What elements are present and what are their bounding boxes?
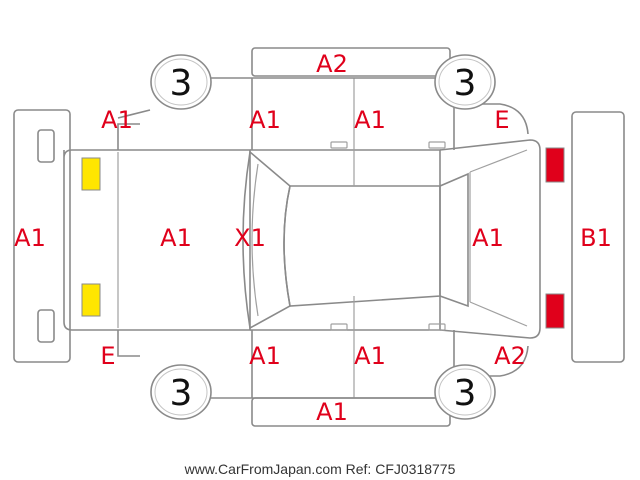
headlight-left (81, 157, 101, 191)
code-front-bumper: A1 (14, 224, 46, 252)
code-front-fender-right: E (100, 342, 115, 370)
wheel-rear-left-label: 3 (454, 63, 477, 104)
headlight-right (81, 283, 101, 317)
wheel-front-left-label: 3 (170, 63, 193, 104)
code-front-fender-left: A1 (101, 106, 133, 134)
front-bumper (13, 109, 71, 363)
wheel-rear-left: 3 (434, 54, 496, 110)
wheel-front-right-label: 3 (170, 373, 193, 414)
code-rear-bumper: B1 (580, 224, 612, 252)
code-hood: A1 (160, 224, 192, 252)
rear-bumper (571, 111, 625, 363)
code-rear-quarter-right: A2 (494, 342, 526, 370)
code-windshield: X1 (234, 224, 266, 252)
code-rear-door-right: A1 (354, 342, 386, 370)
code-rear-door-left: A1 (354, 106, 386, 134)
code-front-door-right: A1 (249, 342, 281, 370)
wheel-rear-right-label: 3 (454, 373, 477, 414)
code-rear-quarter-left: E (494, 106, 509, 134)
code-rear-hatch: A1 (472, 224, 504, 252)
code-roof-rail-bottom: A1 (316, 398, 348, 426)
taillight-left (545, 147, 565, 183)
wheel-front-left: 3 (150, 54, 212, 110)
roof-rail-top (251, 47, 451, 77)
code-roof-rail-top: A2 (316, 50, 348, 78)
car-body (63, 77, 541, 399)
roof-rail-bottom (251, 397, 451, 427)
footer-reference: www.CarFromJapan.com Ref: CFJ0318775 (184, 461, 456, 477)
wheel-rear-right: 3 (434, 364, 496, 420)
wheel-front-right: 3 (150, 364, 212, 420)
code-front-door-left: A1 (249, 106, 281, 134)
taillight-right (545, 293, 565, 329)
